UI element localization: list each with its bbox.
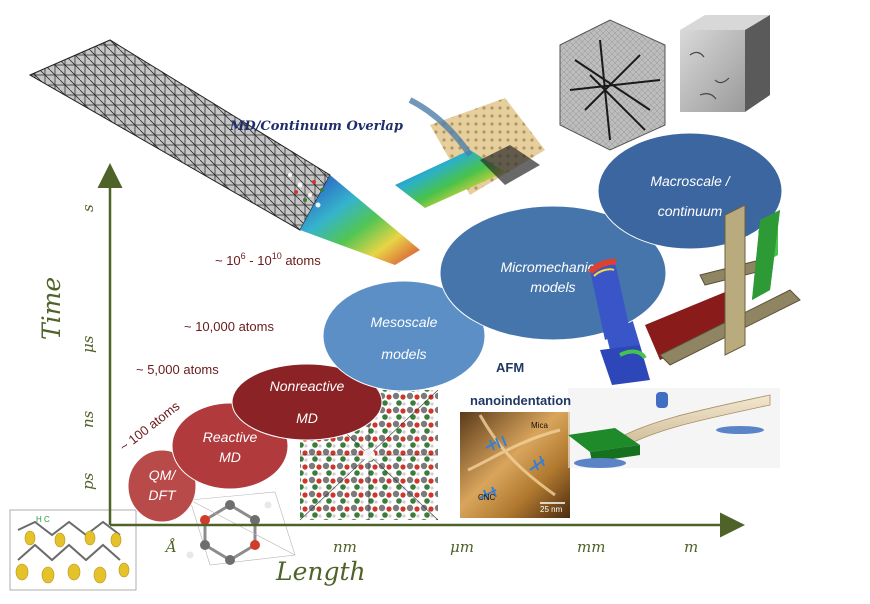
y-tick-ns: ns: [79, 410, 97, 428]
scale-nonreactive-md: Nonreactive MD: [231, 363, 383, 441]
crack-tip-image: [395, 97, 545, 208]
afm-mica-label: Mica: [531, 421, 548, 430]
scale-nonreactive-line1: Nonreactive: [270, 378, 345, 394]
y-tick-ps: ps: [79, 472, 97, 490]
afm-labels: AFM nanoindentation: [470, 360, 571, 408]
scale-mesoscale-line1: Mesoscale: [371, 314, 438, 330]
grey-cube-image: [680, 15, 770, 112]
scale-reactive-line2: MD: [219, 449, 241, 465]
atom-count-10000: ~ 10,000 atoms: [184, 319, 274, 334]
scale-qm-dft: QM/ DFT: [127, 449, 197, 523]
x-axis-title: Length: [275, 557, 366, 586]
atom-range-exp2: 10: [272, 251, 282, 261]
scale-micromechanical-line2: models: [530, 279, 575, 295]
atom-range-sep: - 10: [246, 253, 272, 268]
afm-scale-label: 25 nm: [540, 505, 563, 514]
lattice-block-image: [28, 39, 420, 265]
y-tick-s: s: [79, 204, 97, 212]
molecule-image: [186, 491, 296, 566]
scale-macroscale-line1: Macroscale /: [650, 173, 731, 189]
scale-reactive-line1: Reactive: [203, 429, 258, 445]
y-axis-title: Time: [37, 277, 66, 340]
axes: ps ns μs s Å nm μm mm m Length Time: [37, 163, 745, 586]
afm-label: AFM: [496, 360, 524, 375]
crystal-atom-label: H C: [36, 515, 50, 524]
scale-micromechanical-line1: Micromechanical: [500, 259, 606, 275]
scale-nonreactive-line2: MD: [296, 410, 318, 426]
scale-macroscale: Macroscale / continuum: [597, 132, 783, 250]
afm-cnc-label: CNC: [478, 493, 496, 502]
atom-count-range: ~ 106 - 1010 atoms: [215, 251, 321, 268]
nanoindentation-label: nanoindentation: [470, 393, 571, 408]
afm-image: Mica CNC 25 nm: [460, 412, 570, 518]
crystal-structure-image: H C: [9, 509, 137, 591]
atom-range-exp1: 6: [241, 251, 246, 261]
beam-overlay-image: [587, 204, 780, 356]
atom-count-5000: ~ 5,000 atoms: [136, 362, 219, 377]
scale-mesoscale: Mesoscale models: [322, 280, 486, 392]
nanoindentation-image: [568, 388, 780, 468]
x-tick-mm: mm: [577, 538, 605, 556]
scale-macroscale-line2: continuum: [658, 203, 723, 219]
x-tick-um: μm: [450, 538, 474, 556]
atom-range-prefix: ~ 10: [215, 253, 241, 268]
scale-mesoscale-line2: models: [381, 346, 426, 362]
x-tick-angstrom: Å: [164, 538, 177, 556]
x-tick-m: m: [684, 538, 698, 556]
scale-qm-line1: QM/: [149, 467, 178, 483]
atom-range-suffix: atoms: [282, 253, 322, 268]
x-tick-nm: nm: [333, 538, 357, 556]
overlap-label: MD/Continuum Overlap: [229, 119, 403, 134]
scale-qm-line2: DFT: [148, 487, 177, 503]
y-tick-us: μs: [79, 335, 97, 353]
fiber-cube-image: [559, 19, 666, 151]
